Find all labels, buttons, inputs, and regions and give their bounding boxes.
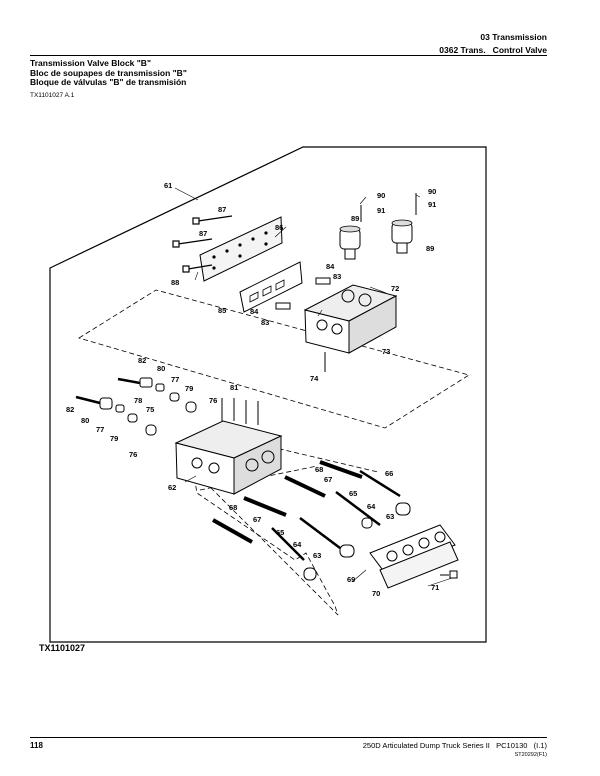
- gasket-85: [239, 261, 303, 313]
- callout-83: 83: [261, 318, 269, 327]
- callout-62: 62: [168, 483, 176, 492]
- callout-89: 89: [426, 244, 434, 253]
- callout-77: 77: [96, 425, 104, 434]
- title-french: Bloc de soupapes de transmission "B": [30, 67, 187, 78]
- callout-88: 88: [171, 278, 179, 287]
- callout-75: 75: [146, 405, 154, 414]
- callout-72: 72: [391, 284, 399, 293]
- figure-titles: Transmission Valve Block "B" Bloc de sou…: [30, 58, 187, 88]
- callout-69: 69: [347, 575, 355, 584]
- footer-rule: [30, 737, 547, 738]
- spool-stack-lower: [75, 395, 157, 436]
- callout-87: 87: [218, 205, 226, 214]
- callout-82: 82: [138, 356, 146, 365]
- title-spanish: Bloque de válvulas "B" de transmisión: [30, 77, 187, 88]
- header-rule: [30, 55, 547, 56]
- valve-block-72: [303, 284, 398, 372]
- manual-info: 250D Articulated Dump Truck Series II PC…: [362, 741, 547, 750]
- callout-82: 82: [66, 405, 74, 414]
- bolts-81: [221, 398, 259, 425]
- callout-labels: 61 86 87 87 88 84 83 85 84 83 89 90 91 9…: [66, 181, 439, 598]
- callout-85: 85: [218, 306, 226, 315]
- solenoid-89-right: [391, 193, 417, 254]
- callout-79: 79: [185, 384, 193, 393]
- section-title: 03 Transmission: [480, 32, 547, 42]
- callout-67: 67: [253, 515, 261, 524]
- lower-dashed-outline: [192, 468, 339, 616]
- callout-67: 67: [324, 475, 332, 484]
- callout-73: 73: [382, 347, 390, 356]
- dash-line: [262, 444, 379, 473]
- callout-63: 63: [313, 551, 321, 560]
- callout-91: 91: [428, 200, 436, 209]
- illustration-boundary: [49, 146, 487, 643]
- callout-80: 80: [157, 364, 165, 373]
- callout-74: 74: [310, 374, 319, 383]
- upper-dashed-plane: [78, 289, 470, 429]
- fittings-83-84: [275, 277, 331, 310]
- screws-87: [172, 215, 233, 273]
- subsection-title: 0362 Trans. Control Valve: [439, 45, 547, 55]
- callout-70: 70: [372, 589, 380, 598]
- figure-reference: TX1101027 A.1: [30, 92, 75, 99]
- spool-stack-upper: [117, 377, 197, 413]
- callout-68: 68: [229, 503, 237, 512]
- callout-78: 78: [134, 396, 142, 405]
- callout-65: 65: [349, 489, 357, 498]
- callout-64: 64: [293, 540, 302, 549]
- title-english: Transmission Valve Block "B": [30, 58, 151, 68]
- callout-77: 77: [171, 375, 179, 384]
- callout-64: 64: [367, 502, 376, 511]
- callout-90: 90: [377, 191, 385, 200]
- callout-86: 86: [275, 223, 283, 232]
- callout-63: 63: [386, 512, 394, 521]
- callout-89: 89: [351, 214, 359, 223]
- callout-90: 90: [428, 187, 436, 196]
- callout-71: 71: [431, 583, 439, 592]
- figure-id: TX1101027: [39, 643, 86, 653]
- callout-79: 79: [110, 434, 118, 443]
- end-cover-69: [369, 524, 459, 589]
- callout-87: 87: [199, 229, 207, 238]
- leader-lines: [174, 187, 453, 587]
- document-code: ST20292(F1): [514, 752, 547, 758]
- solenoid-89-left: [339, 205, 362, 260]
- callout-84: 84: [250, 307, 259, 316]
- callout-83: 83: [333, 272, 341, 281]
- callout-76: 76: [129, 450, 137, 459]
- callout-76: 76: [209, 396, 217, 405]
- screw-71: [440, 570, 458, 579]
- callout-61: 61: [164, 181, 172, 190]
- callout-65: 65: [276, 528, 284, 537]
- callout-68: 68: [315, 465, 323, 474]
- callout-66: 66: [385, 469, 393, 478]
- callout-81: 81: [230, 383, 238, 392]
- callout-91: 91: [377, 206, 385, 215]
- valve-block-62: [174, 420, 283, 495]
- spools-lower: [212, 460, 411, 581]
- cover-plate-86: [199, 216, 283, 282]
- callout-80: 80: [81, 416, 89, 425]
- callout-84: 84: [326, 262, 335, 271]
- page-number: 118: [30, 741, 43, 750]
